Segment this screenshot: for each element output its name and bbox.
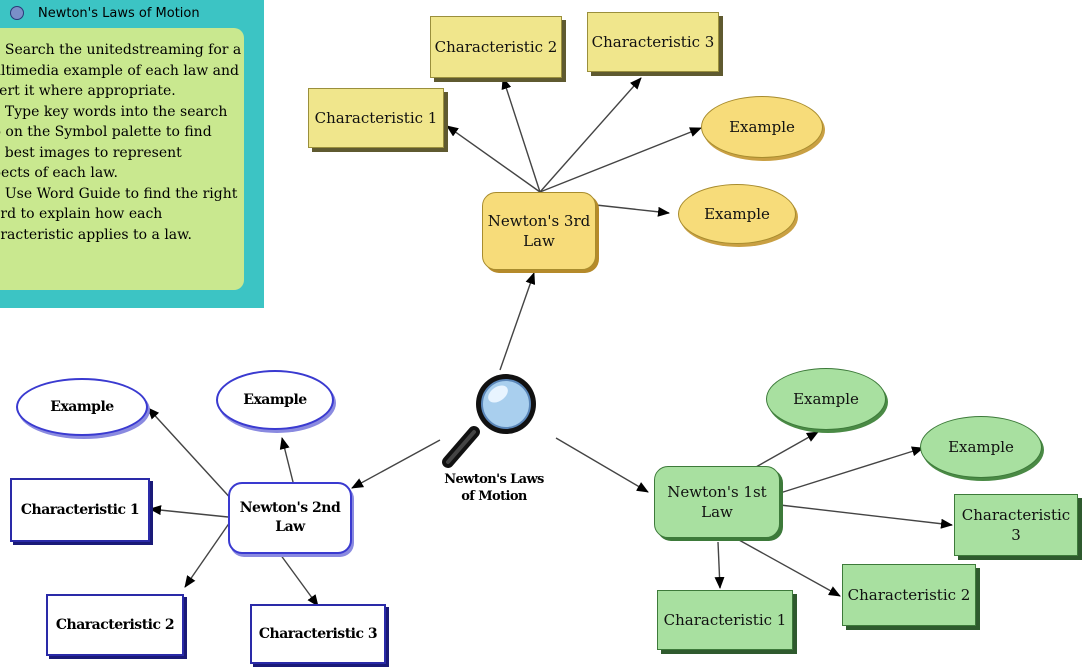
magnifying-glass-icon [442, 374, 536, 468]
law1-characteristic-2[interactable]: Characteristic 2 [842, 564, 976, 626]
note-header: Newton's Laws of Motion [0, 0, 264, 26]
note-line: e best images to represent [0, 144, 182, 161]
link-law3-char3 [539, 77, 642, 193]
law1-example-1-label: Example [793, 389, 859, 408]
note-line: aracteristic applies to a law. [0, 226, 192, 243]
law2-example-1-label: Example [50, 398, 114, 415]
law2-main-line1: Newton's 2nd [239, 500, 341, 517]
law1-characteristic-1[interactable]: Characteristic 1 [657, 590, 793, 650]
note-line: o Use Word Guide to find the right [0, 185, 238, 202]
center-line1: Newton's Laws [444, 472, 544, 487]
law2-example-2[interactable]: Example [216, 370, 334, 430]
law2-characteristic-3[interactable]: Characteristic 3 [250, 604, 386, 664]
note-line: o Type key words into the search [0, 103, 228, 120]
law1-main-line1: Newton's 1st [667, 482, 767, 501]
law1-characteristic-3-label: Characteristic 3 [961, 505, 1071, 544]
law3-main-line1: Newton's 3rd [487, 211, 591, 230]
law3-example-2[interactable]: Example [678, 184, 796, 244]
link-law1-char2 [729, 534, 841, 597]
law1-example-1[interactable]: Example [766, 368, 886, 430]
law2-characteristic-1[interactable]: Characteristic 1 [10, 478, 150, 542]
link-law1-char1 [714, 541, 725, 589]
law3-example-1[interactable]: Example [701, 96, 823, 158]
link-center-law3 [499, 272, 536, 371]
law3-main-line2: Law [523, 232, 555, 250]
note-line: ultimedia example of each law and [0, 62, 239, 79]
law1-example-2[interactable]: Example [920, 416, 1042, 478]
link-law1-ex2 [779, 446, 924, 494]
law3-characteristic-2-label: Characteristic 2 [434, 37, 558, 56]
note-line: ord to explain how each [0, 206, 163, 222]
law2-main-node[interactable]: Newton's 2nd Law [228, 482, 352, 554]
law1-main-node[interactable]: Newton's 1st Law [654, 466, 780, 538]
law2-characteristic-3-label: Characteristic 3 [258, 625, 378, 642]
link-center-law1 [555, 437, 649, 493]
note-line: o Search the unitedstreaming for a [0, 42, 242, 58]
law2-main-line2: Law [275, 519, 305, 535]
note-title: Newton's Laws of Motion [38, 5, 200, 21]
link-law3-char1 [446, 125, 541, 193]
instructions-note: Newton's Laws of Motion o Search the uni… [0, 0, 264, 308]
link-law2-ex2 [279, 437, 295, 487]
law3-characteristic-3-label: Characteristic 3 [591, 32, 715, 51]
center-topic-label: Newton's Laws of Motion [424, 472, 564, 506]
note-body: o Search the unitedstreaming for a ultim… [0, 28, 244, 290]
law3-main-node[interactable]: Newton's 3rd Law [482, 192, 596, 270]
link-law2-char1 [149, 505, 229, 518]
law2-characteristic-2-label: Characteristic 2 [55, 616, 175, 633]
law1-characteristic-3[interactable]: Characteristic 3 [954, 494, 1078, 556]
law3-characteristic-1-label: Characteristic 1 [314, 108, 438, 127]
law2-characteristic-1-label: Characteristic 1 [20, 501, 140, 518]
link-law2-char2 [184, 521, 231, 588]
link-law1-char3 [779, 504, 953, 529]
note-line: sert it where appropriate. [0, 83, 176, 99]
law1-example-2-label: Example [948, 437, 1014, 456]
law2-example-2-label: Example [243, 391, 307, 408]
link-center-law2 [351, 439, 441, 489]
law2-example-1[interactable]: Example [16, 378, 148, 436]
law3-characteristic-2[interactable]: Characteristic 2 [430, 16, 562, 78]
law3-characteristic-3[interactable]: Characteristic 3 [587, 12, 719, 72]
law2-characteristic-2[interactable]: Characteristic 2 [46, 594, 184, 656]
law1-main-line2: Law [701, 503, 733, 521]
center-line2: of Motion [461, 488, 527, 504]
link-law2-ex1 [147, 407, 235, 503]
link-law3-ex2 [595, 204, 670, 217]
link-law3-ex1 [539, 127, 702, 193]
law3-example-1-label: Example [729, 117, 795, 136]
note-line: b on the Symbol palette to find [0, 124, 212, 140]
note-icon [10, 6, 24, 20]
link-law3-char2 [501, 77, 541, 193]
law1-characteristic-1-label: Characteristic 1 [663, 610, 787, 629]
link-law2-char3 [279, 553, 319, 607]
law3-characteristic-1[interactable]: Characteristic 1 [308, 88, 444, 148]
law3-example-2-label: Example [704, 204, 770, 223]
note-line: pects of each law. [0, 165, 118, 181]
law1-characteristic-2-label: Characteristic 2 [847, 585, 971, 604]
